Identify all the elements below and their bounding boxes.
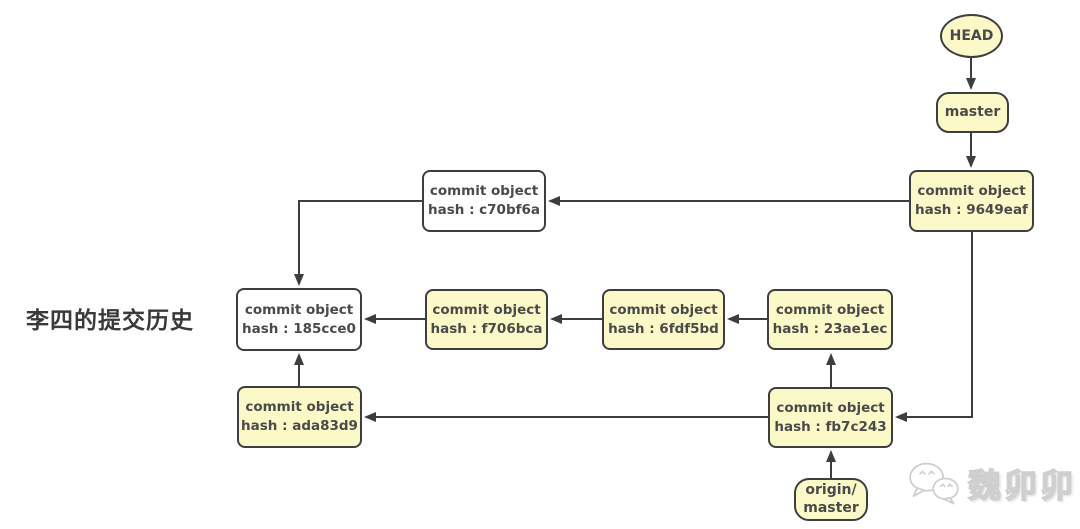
commit-hash: hash : 185cce0 [242,320,356,337]
commit-title: commit object [429,183,539,200]
master-label: master [944,103,1001,120]
edge-c70bf6a-to-185cce0 [294,200,422,286]
commit-hash: hash : 9649eaf [915,202,1028,218]
origin-master-branch-node: origin/ master [794,478,868,521]
commit-title: commit object [432,301,541,318]
commit-node-23ae1ec: commit object hash : 23ae1ec [767,289,893,350]
commit-node-6fdf5bd: commit object hash : 6fdf5bd [602,289,725,350]
master-branch-node: master [936,92,1009,133]
commit-hash: hash : fb7c243 [774,418,887,435]
commit-node-c70bf6a: commit object hash : c70bf6a [422,170,546,232]
diagram-title: 李四的提交历史 [26,308,194,334]
commit-title: commit object [775,301,885,318]
commit-hash: hash : 23ae1ec [772,320,888,337]
commit-hash: hash : f706bca [430,320,543,337]
commit-hash: hash : c70bf6a [428,202,540,218]
commit-hash: hash : 6fdf5bd [608,320,719,337]
origin-master-label-line2: master [803,499,859,516]
head-label: HEAD [949,28,994,44]
watermark: 魏卯卯 [906,455,1076,511]
commit-title: commit object [609,301,718,318]
edge-9649eaf-to-fb7c243 [895,232,973,422]
commit-title: commit object [245,399,354,416]
commit-title: commit object [244,301,354,318]
origin-master-label-line1: origin/ [805,482,857,498]
commit-title: commit object [917,183,1026,200]
commit-node-ada83d9: commit object hash : ada83d9 [237,386,362,448]
commit-node-9649eaf: commit object hash : 9649eaf [909,170,1034,232]
commit-node-fb7c243: commit object hash : fb7c243 [768,387,893,448]
wechat-icon [909,462,959,505]
commit-node-185cce0: commit object hash : 185cce0 [236,288,362,351]
watermark-text: 魏卯卯 [967,465,1076,505]
commit-hash: hash : ada83d9 [241,418,358,434]
head-ref-node: HEAD [940,14,1003,58]
commit-node-f706bca: commit object hash : f706bca [425,289,548,350]
commit-title: commit object [776,399,885,416]
